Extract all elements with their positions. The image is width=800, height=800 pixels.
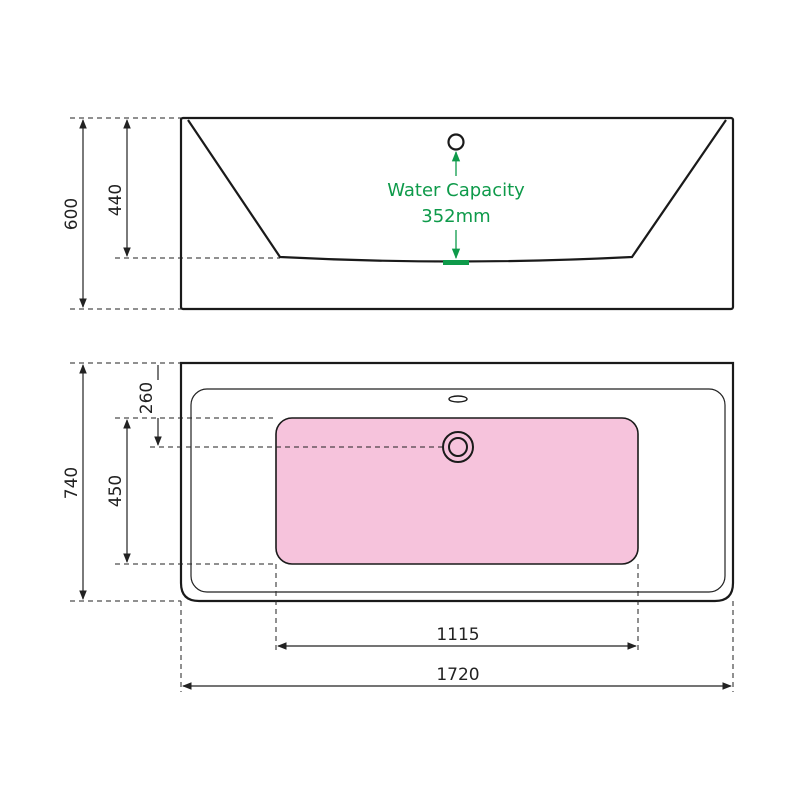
dim-label-1115: 1115 xyxy=(436,625,479,645)
capacity-value: 352mm xyxy=(421,206,490,227)
side-view-outline xyxy=(179,116,735,311)
top-view-rim xyxy=(190,388,726,593)
overflow-icon xyxy=(447,133,465,151)
dim-label-260: 260 xyxy=(137,382,157,414)
overflow-slot-icon xyxy=(448,395,468,403)
capacity-label: Water Capacity xyxy=(387,180,525,201)
top-view-outline xyxy=(179,361,735,603)
top-view-basin xyxy=(275,417,639,565)
side-view: Water Capacity 352mm 600 440 xyxy=(62,116,735,311)
dim-label-450: 450 xyxy=(106,475,126,507)
dim-label-440: 440 xyxy=(106,184,126,216)
drain-plug-icon xyxy=(443,260,469,265)
top-view: 740 260 450 1115 1720 xyxy=(62,361,735,692)
dim-label-1720: 1720 xyxy=(436,665,479,685)
dim-label-740: 740 xyxy=(62,467,82,499)
dim-label-600: 600 xyxy=(62,198,82,230)
drain-inner-icon xyxy=(448,437,468,457)
